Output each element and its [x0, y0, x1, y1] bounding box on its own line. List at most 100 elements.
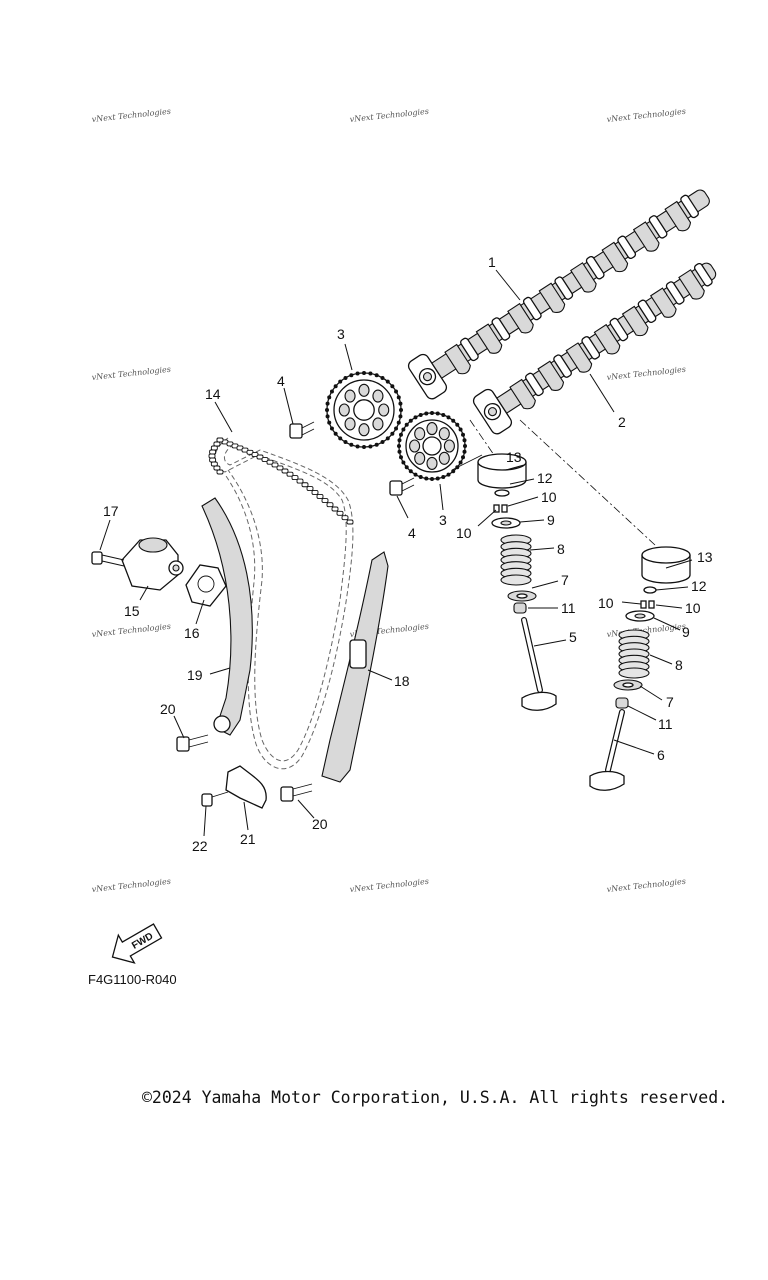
watermark: vNext Technologies	[349, 107, 429, 124]
svg-text:3: 3	[337, 326, 345, 342]
watermark: vNext Technologies	[91, 877, 171, 894]
svg-text:10: 10	[541, 489, 557, 505]
exhaust-valve	[589, 709, 625, 791]
valve-lifter-intake	[477, 453, 527, 489]
svg-text:7: 7	[666, 694, 674, 710]
valve-stem-seal-intake	[513, 602, 527, 614]
cam-chain-tensioner	[121, 537, 184, 591]
valve-stem-seal-exhaust	[615, 697, 629, 709]
svg-text:vNext Technologies: vNext Technologies	[606, 107, 686, 124]
watermark: vNext Technologies	[91, 365, 171, 382]
callout-9a: 9	[519, 512, 555, 528]
callout-17: 17	[99, 503, 119, 551]
bracket-bolt	[201, 791, 229, 807]
watermark: vNext Technologies	[349, 877, 429, 894]
svg-text:10: 10	[456, 525, 472, 541]
svg-text:vNext Technologies: vNext Technologies	[349, 107, 429, 124]
valve-spring-intake	[500, 534, 532, 586]
svg-text:9: 9	[547, 512, 555, 528]
watermark: vNext Technologies	[606, 877, 686, 894]
svg-text:13: 13	[697, 549, 713, 565]
svg-text:1: 1	[488, 254, 496, 270]
callout-3-upper: 3	[337, 326, 353, 371]
svg-text:13: 13	[506, 449, 522, 465]
callout-9b: 9	[653, 617, 690, 640]
chain-guide-intake	[201, 497, 253, 736]
svg-text:8: 8	[675, 657, 683, 673]
guide-bolt-right	[280, 783, 313, 802]
svg-text:11: 11	[658, 716, 673, 732]
sprocket-bolt-upper	[289, 421, 315, 439]
diagram-code: F4G1100-R040	[88, 972, 177, 987]
svg-text:3: 3	[439, 512, 447, 528]
intake-camshaft	[407, 189, 710, 400]
valve-cotter-exhaust	[640, 600, 655, 609]
valve-spring-seat-exhaust	[613, 679, 643, 691]
svg-text:11: 11	[561, 600, 576, 616]
callout-4-lower: 4	[396, 495, 416, 541]
svg-text:5: 5	[569, 629, 577, 645]
exhaust-camshaft	[472, 262, 717, 435]
watermark: vNext Technologies	[606, 365, 686, 382]
valve-retainer-intake	[491, 517, 521, 529]
svg-text:4: 4	[277, 373, 285, 389]
watermark: vNext Technologies	[91, 107, 171, 124]
callout-18: 18	[367, 669, 410, 689]
svg-text:2: 2	[618, 414, 626, 430]
svg-text:20: 20	[312, 816, 328, 832]
svg-text:22: 22	[192, 838, 208, 854]
callout-20b: 20	[297, 799, 328, 832]
svg-text:16: 16	[184, 625, 200, 641]
callout-8b: 8	[649, 654, 683, 673]
svg-text:17: 17	[103, 503, 119, 519]
camshaft-sprocket-lower	[397, 411, 467, 481]
callout-10c: 10	[598, 595, 642, 611]
valve-pad-intake	[494, 489, 510, 497]
svg-text:12: 12	[537, 470, 553, 486]
callout-11a: 11	[528, 600, 576, 616]
callout-7b: 7	[639, 685, 674, 710]
callout-16: 16	[184, 599, 205, 641]
forward-direction-arrow: FWD	[111, 923, 163, 964]
svg-text:21: 21	[240, 831, 256, 847]
watermark: vNext Technologies	[91, 622, 171, 639]
watermark: vNext Technologies	[606, 107, 686, 124]
svg-text:9: 9	[682, 624, 690, 640]
callout-5: 5	[533, 629, 577, 647]
callout-3-lower: 3	[439, 483, 447, 528]
callout-19: 19	[187, 667, 231, 683]
svg-text:10: 10	[685, 600, 701, 616]
svg-text:4: 4	[408, 525, 416, 541]
svg-text:7: 7	[561, 572, 569, 588]
camshaft-sprocket-upper	[325, 371, 403, 449]
callout-2: 2	[589, 373, 626, 430]
svg-text:15: 15	[124, 603, 140, 619]
callout-10d: 10	[655, 600, 701, 616]
sprocket-bolt-lower	[389, 477, 415, 496]
callout-10b: 10	[456, 509, 497, 541]
svg-text:6: 6	[657, 747, 665, 763]
intake-valve	[521, 617, 557, 711]
stopper-guide-bracket	[225, 765, 267, 809]
svg-text:8: 8	[557, 541, 565, 557]
callout-6: 6	[613, 739, 665, 763]
tensioner-bolt	[91, 551, 125, 567]
valve-lifter-exhaust	[641, 546, 691, 584]
svg-text:14: 14	[205, 386, 221, 402]
callout-15: 15	[124, 585, 149, 619]
callout-10a: 10	[507, 489, 557, 507]
callout-21: 21	[240, 801, 256, 847]
svg-text:vNext Technologies: vNext Technologies	[349, 877, 429, 894]
valve-retainer-exhaust	[625, 610, 655, 622]
svg-text:10: 10	[598, 595, 614, 611]
tensioner-gasket	[185, 564, 227, 607]
svg-text:20: 20	[160, 701, 176, 717]
svg-text:vNext Technologies: vNext Technologies	[91, 107, 171, 124]
callout-13b: 13	[665, 549, 713, 569]
callout-layer: 1 2 3 3 4 4 5 6 7 7 8 8 9 9 10 10 10 10 …	[99, 254, 713, 854]
svg-text:vNext Technologies: vNext Technologies	[606, 877, 686, 894]
callout-14: 14	[205, 386, 233, 433]
svg-text:vNext Technologies: vNext Technologies	[91, 365, 171, 382]
svg-text:vNext Technologies: vNext Technologies	[91, 622, 171, 639]
